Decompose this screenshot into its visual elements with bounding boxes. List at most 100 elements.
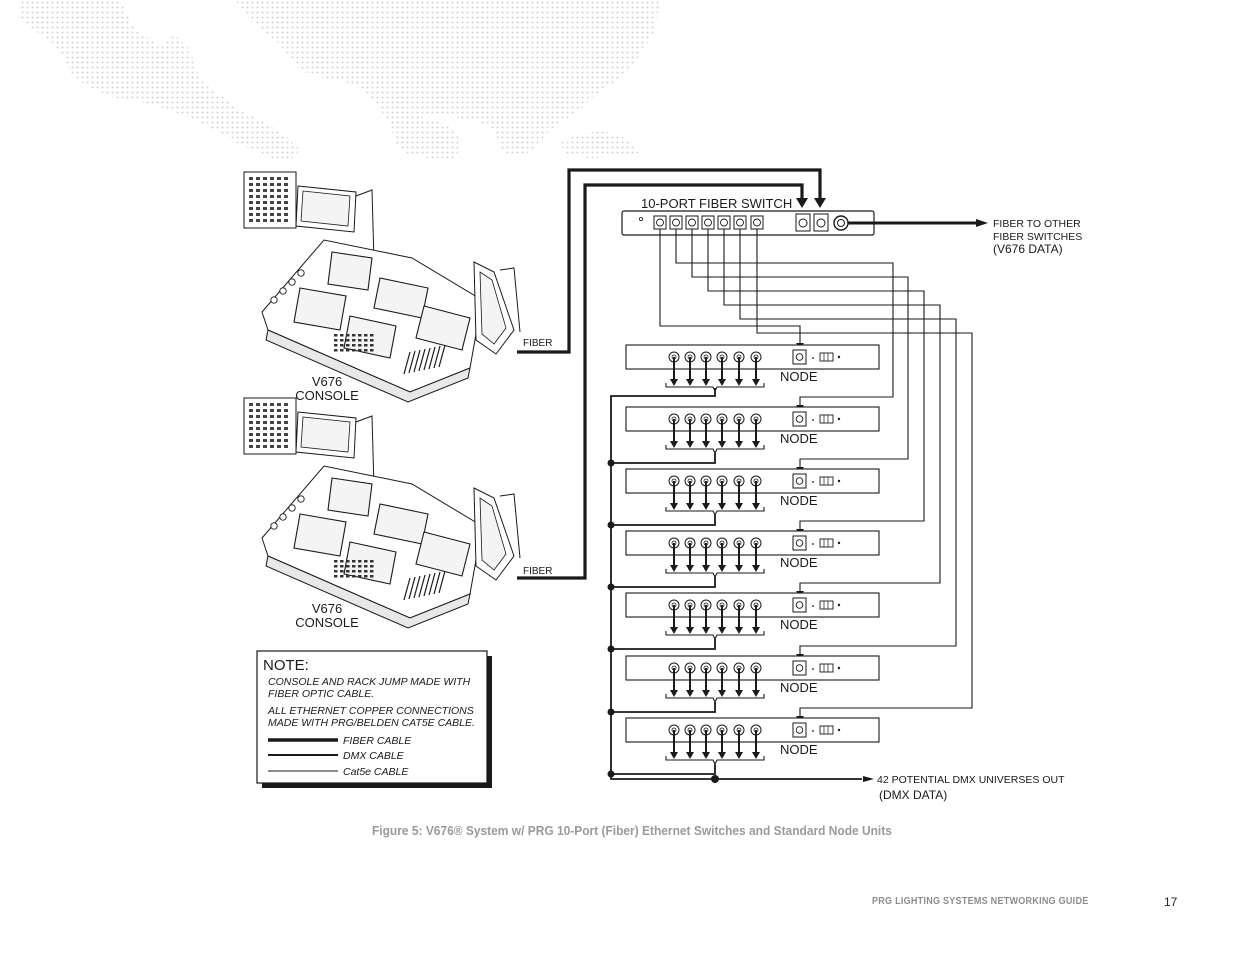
fiber-label-1: FIBER [523, 338, 552, 349]
console-key [277, 415, 281, 418]
switch-port-3 [685, 215, 699, 230]
console-button [346, 339, 350, 342]
console-key [263, 183, 267, 186]
console-1-label-line2: CONSOLE [295, 388, 359, 403]
world-map-dots [18, 0, 660, 160]
node-dip-switch [819, 352, 834, 362]
console-button [364, 575, 368, 578]
switch-port-jack-6 [736, 218, 744, 227]
console-key [249, 421, 253, 424]
dmx-output-brace [665, 694, 765, 704]
console-button [352, 565, 356, 568]
v676-console-2 [243, 397, 521, 629]
console-button [334, 334, 338, 337]
console-key [263, 427, 267, 430]
console-key [263, 213, 267, 216]
console-key [277, 427, 281, 430]
console-button [334, 349, 338, 352]
console-key [256, 421, 260, 424]
dmx-output-arrowhead [735, 752, 743, 759]
switch-port-1 [653, 215, 667, 230]
node-unit-1: NODE [625, 344, 880, 393]
dmx-output-arrowhead [670, 690, 678, 697]
console-key [284, 201, 288, 204]
console-key [256, 189, 260, 192]
console-key [263, 177, 267, 180]
console-button [358, 349, 362, 352]
dmx-output-arrowhead [752, 690, 760, 697]
node-dip-switch [819, 476, 834, 486]
node-chassis [625, 655, 880, 681]
console-key [270, 403, 274, 406]
switch-port-jack-1 [656, 218, 664, 227]
console-key [256, 403, 260, 406]
console-key [277, 433, 281, 436]
dmx-output-arrowhead [735, 379, 743, 386]
console-button [370, 349, 374, 352]
console-key [263, 433, 267, 436]
node-dip-switch [819, 663, 834, 673]
console-key [249, 409, 253, 412]
dmx-bus-junction [607, 708, 615, 716]
console-key [256, 439, 260, 442]
console-key [249, 445, 253, 448]
console-button [358, 575, 362, 578]
console-fader [408, 576, 416, 600]
dmx-output-arrowhead [718, 627, 726, 634]
console-key [284, 207, 288, 210]
fiber-arrowhead-1 [814, 198, 826, 208]
legend-dmx-label: DMX CABLE [343, 750, 405, 762]
console-key [249, 213, 253, 216]
console-button [346, 560, 350, 563]
console-button [346, 575, 350, 578]
dmx-out-line2: (DMX DATA) [879, 788, 947, 802]
node-dip-switch [819, 538, 834, 548]
node-led [837, 666, 841, 670]
console-fader [413, 575, 421, 599]
cat5e-cable-node-5 [723, 229, 941, 595]
console-key [284, 433, 288, 436]
fiber-label-2: FIBER [523, 566, 552, 577]
console-button [340, 334, 344, 337]
note-para1-line2: FIBER OPTIC CABLE. [268, 688, 374, 700]
dmx-output-arrowhead [752, 565, 760, 572]
fiber-out-line2: FIBER SWITCHES [993, 231, 1082, 243]
dmx-bus-branch [611, 639, 716, 650]
console-key [284, 409, 288, 412]
console-touch-screen [343, 541, 397, 585]
console-key [249, 415, 253, 418]
dmx-output-brace [665, 631, 765, 641]
node-ethernet-jack [795, 539, 804, 547]
node-ethernet-port [792, 535, 807, 551]
dmx-output-arrowhead [670, 752, 678, 759]
switch-port-jack-4 [704, 218, 712, 227]
node-label: NODE [780, 617, 818, 632]
console-button [370, 570, 374, 573]
console-button [334, 570, 338, 573]
dmx-output-arrowhead [702, 379, 710, 386]
note-para2-line1: ALL ETHERNET COPPER CONNECTIONS [267, 705, 474, 717]
console-key [277, 177, 281, 180]
console-touch-screen [293, 513, 347, 557]
node-led [837, 541, 841, 545]
console-key [277, 195, 281, 198]
console-key [249, 201, 253, 204]
console-button [340, 344, 344, 347]
console-wing-arm [499, 493, 521, 559]
dmx-output-arrowhead [686, 627, 694, 634]
node-label: NODE [780, 742, 818, 757]
legend-fiber-label: FIBER CABLE [343, 735, 412, 747]
dmx-bus-junction [607, 521, 615, 529]
dmx-output-arrowhead [702, 627, 710, 634]
dmx-output-arrowhead [752, 441, 760, 448]
console-button [352, 339, 356, 342]
node-unit-6: NODE [625, 655, 880, 704]
console-key [256, 207, 260, 210]
switch-port-6 [733, 215, 747, 230]
console-key [263, 207, 267, 210]
console-encoder [297, 495, 305, 503]
console-touch-screen [415, 531, 471, 577]
console-button [346, 349, 350, 352]
console-key [284, 415, 288, 418]
